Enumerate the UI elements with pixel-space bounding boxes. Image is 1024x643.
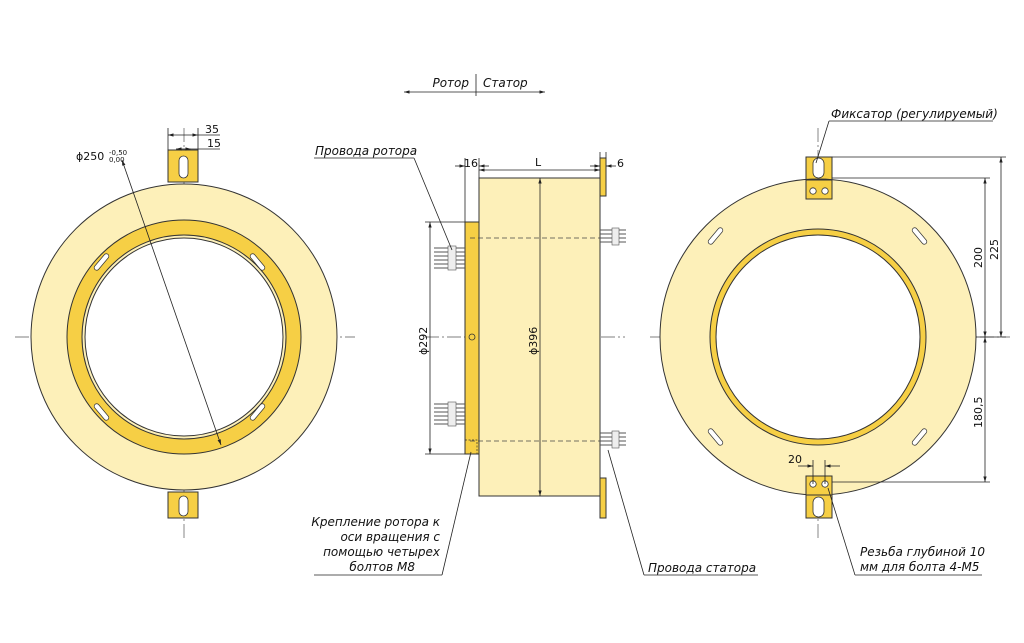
rotor-flange [464, 221, 480, 455]
label-clamp: Фиксатор (регулируемый) [831, 107, 998, 121]
stator-plate-top [599, 157, 607, 197]
dim-180-5: 180,5 [972, 397, 985, 429]
label-thread-1: Резьба глубиной 10 [860, 545, 985, 559]
dim-L: L [535, 156, 542, 169]
label-rotor-mount-2: оси вращения с [340, 530, 440, 544]
label-rotor-wires: Провода ротора [315, 144, 417, 158]
rotor-slots [93, 253, 266, 421]
dim-225: 225 [988, 239, 1001, 260]
label-rotor-mount-3: помощью четырех [323, 545, 441, 559]
stator-wires [600, 229, 626, 446]
dim-tol-lower: 0,00 [109, 156, 125, 164]
dim-15: 15 [207, 137, 221, 150]
label-stator-wires: Провода статора [648, 561, 756, 575]
dim-d396: ϕ396 [527, 327, 540, 355]
header-rotor-stator: Ротор Статор [404, 74, 545, 96]
dim-tol-upper: -0,50 [109, 149, 127, 157]
side-view: 16 L 6 ϕ292 ϕ396 Провода ротора Провода … [311, 144, 758, 576]
label-thread-2: мм для болта 4-М5 [860, 560, 979, 574]
stator-plate-bottom [599, 477, 607, 519]
dim-d250: ϕ250 [76, 150, 104, 163]
header-stator: Статор [483, 76, 528, 90]
dim-6: 6 [617, 157, 624, 170]
dim-35: 35 [205, 123, 219, 136]
right-view: 200 225 180,5 20 Фиксатор (регулируемый)… [650, 107, 1010, 576]
label-rotor-mount-1: Крепление ротора к [311, 515, 440, 529]
rotor-wires [434, 247, 465, 425]
dim-d292: ϕ292 [417, 327, 430, 355]
label-rotor-mount-4: болтов М8 [349, 560, 415, 574]
dim-200: 200 [972, 247, 985, 268]
dim-16: 16 [464, 157, 478, 170]
left-view: ϕ250 -0,50 0,00 35 15 [15, 123, 355, 540]
header-rotor: Ротор [432, 76, 469, 90]
stator-slots [707, 227, 928, 446]
dim-20: 20 [788, 453, 802, 466]
